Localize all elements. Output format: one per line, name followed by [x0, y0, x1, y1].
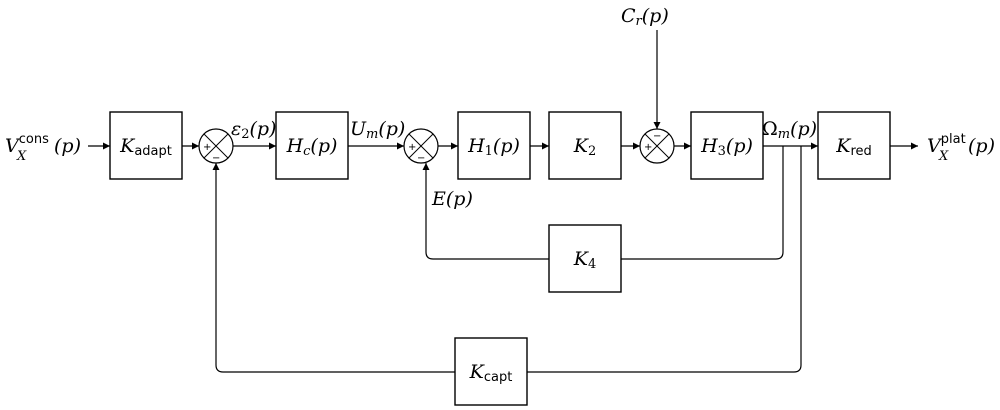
kcapt-symbol: K: [469, 361, 486, 383]
h3-symbol: H: [700, 135, 718, 157]
h3-subscript: 3: [718, 144, 726, 159]
cr-argument: (p): [642, 5, 669, 27]
label-um: Um(p): [350, 118, 405, 142]
cr-subscript: r: [636, 14, 643, 29]
hc-symbol: H: [286, 135, 304, 157]
wire-feedback-e: [422, 163, 549, 260]
summing-junction-1: + −: [198, 128, 234, 164]
input-argument: (p): [54, 135, 81, 157]
summing-junction-2: + −: [403, 128, 439, 164]
svg-text:Kred: Kred: [835, 135, 872, 159]
kadapt-symbol: K: [119, 135, 136, 157]
label-cr: Cr(p): [621, 5, 669, 29]
svg-text:K4: K4: [573, 248, 596, 272]
svg-text:K2: K2: [573, 135, 596, 159]
hc-subscript: c: [303, 144, 311, 159]
output-subscript: X: [938, 149, 949, 164]
h1-subscript: 1: [485, 144, 493, 159]
cr-symbol: C: [621, 5, 636, 27]
sum3-minus-sign: −: [653, 131, 661, 142]
svg-text:Hc(p): Hc(p): [286, 135, 338, 159]
omega-argument: (p): [790, 118, 817, 140]
label-e: E(p): [431, 188, 473, 210]
input-subscript: X: [16, 149, 27, 164]
block-hc: Hc(p): [275, 111, 349, 180]
sum1-minus-sign: −: [212, 153, 220, 164]
sum1-plus-sign: +: [203, 142, 211, 153]
eps2-argument: (p): [249, 118, 276, 140]
block-h3: H3(p): [690, 111, 764, 180]
k4-subscript: 4: [588, 257, 596, 272]
wire-feedback-capt: [212, 163, 455, 373]
block-h1: H1(p): [457, 111, 531, 180]
omega-subscript: m: [778, 127, 790, 142]
wire-feedback-k4-in: [621, 146, 784, 260]
e-symbol: E: [431, 188, 446, 210]
k2-symbol: K: [573, 135, 590, 157]
h1-argument: (p): [493, 135, 520, 157]
k2-subscript: 2: [588, 144, 596, 159]
svg-text:H1(p): H1(p): [467, 135, 520, 159]
connections: [88, 30, 918, 373]
input-symbol: V: [5, 135, 21, 157]
kred-symbol: K: [835, 135, 852, 157]
block-kred: Kred: [817, 111, 891, 180]
h3-argument: (p): [726, 135, 753, 157]
svg-text:Kcapt: Kcapt: [469, 361, 513, 385]
h1-symbol: H: [467, 135, 485, 157]
svg-text:Kadapt: Kadapt: [119, 135, 172, 159]
wire-feedback-kcapt-in: [527, 146, 802, 373]
um-argument: (p): [378, 118, 405, 140]
eps2-symbol: ε: [231, 118, 241, 140]
kred-subscript: red: [850, 144, 871, 159]
eps2-subscript: 2: [241, 127, 249, 142]
sum2-minus-sign: −: [417, 153, 425, 164]
omega-symbol: Ω: [762, 118, 778, 140]
hc-argument: (p): [310, 135, 337, 157]
kcapt-subscript: capt: [484, 370, 512, 385]
block-k2: K2: [548, 111, 622, 180]
k4-symbol: K: [573, 248, 590, 270]
um-subscript: m: [366, 127, 378, 142]
input-superscript: cons: [19, 132, 49, 147]
output-argument: (p): [968, 135, 995, 157]
svg-text:H3(p): H3(p): [700, 135, 753, 159]
block-kadapt: Kadapt: [109, 111, 183, 180]
um-symbol: U: [350, 118, 367, 140]
block-k4: K4: [548, 224, 622, 293]
summing-junction-3: + −: [639, 128, 675, 164]
label-eps2: ε2(p): [231, 118, 276, 142]
block-kcapt: Kcapt: [454, 337, 528, 406]
e-argument: (p): [446, 188, 473, 210]
sum3-plus-sign: +: [644, 142, 652, 153]
sum2-plus-sign: +: [408, 142, 416, 153]
kadapt-subscript: adapt: [134, 144, 172, 159]
output-symbol: V: [927, 135, 943, 157]
output-superscript: plat: [941, 132, 966, 147]
label-omega: Ωm(p): [762, 118, 817, 142]
